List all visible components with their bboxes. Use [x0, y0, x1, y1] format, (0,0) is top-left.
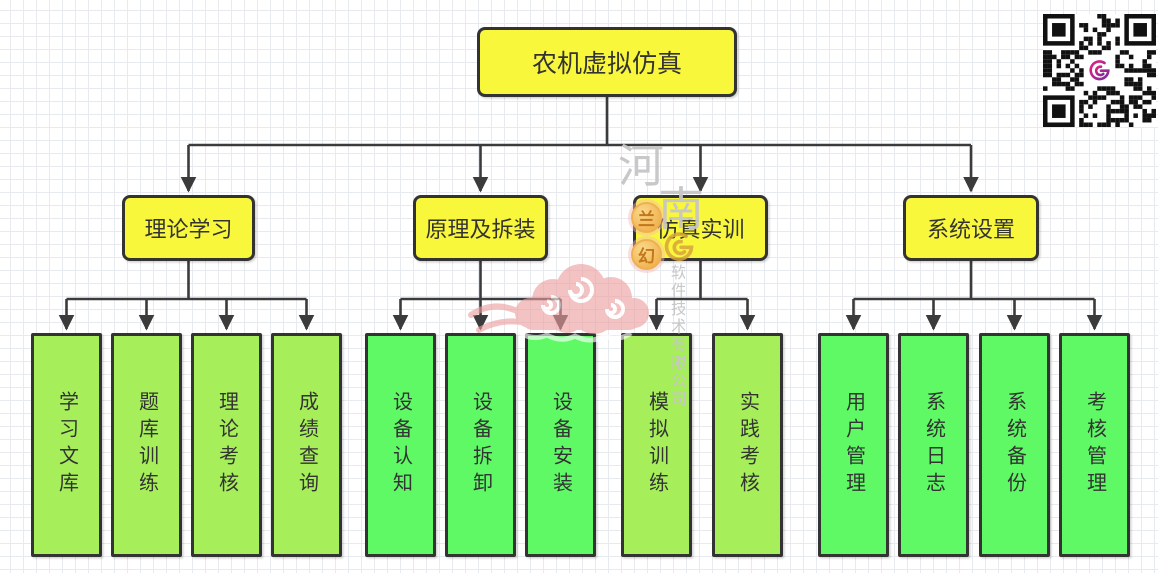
node-mock-training: 模拟训练 [621, 333, 692, 557]
node-score-query: 成绩查询 [271, 333, 342, 557]
node-system-log: 系统日志 [898, 333, 969, 557]
node-system-settings: 系统设置 [903, 195, 1039, 261]
node-device-cognition: 设备认知 [365, 333, 436, 557]
swirl-logo-gold-icon [664, 232, 694, 261]
node-theory-exam: 理论考核 [191, 333, 262, 557]
node-practice-exam: 实践考核 [712, 333, 783, 557]
qr-code [1043, 14, 1156, 127]
node-theory-study: 理论学习 [122, 195, 255, 261]
diagram-canvas: 农机虚拟仿真 理论学习 原理及拆装 仿真实训 系统设置 学习文库 题库训练 理论… [0, 0, 1158, 573]
node-question-bank: 题库训练 [111, 333, 182, 557]
node-system-backup: 系统备份 [979, 333, 1050, 557]
node-study-library: 学习文库 [31, 333, 102, 557]
node-exam-management: 考核管理 [1059, 333, 1130, 557]
node-principle-disassembly: 原理及拆装 [413, 195, 548, 261]
watermark-badge-lan: 兰 [631, 202, 662, 233]
node-user-management: 用户管理 [818, 333, 889, 557]
node-device-install: 设备安装 [525, 333, 596, 557]
node-root: 农机虚拟仿真 [477, 27, 737, 97]
watermark-badge-huan: 幻 [631, 239, 662, 270]
node-device-removal: 设备拆卸 [445, 333, 516, 557]
